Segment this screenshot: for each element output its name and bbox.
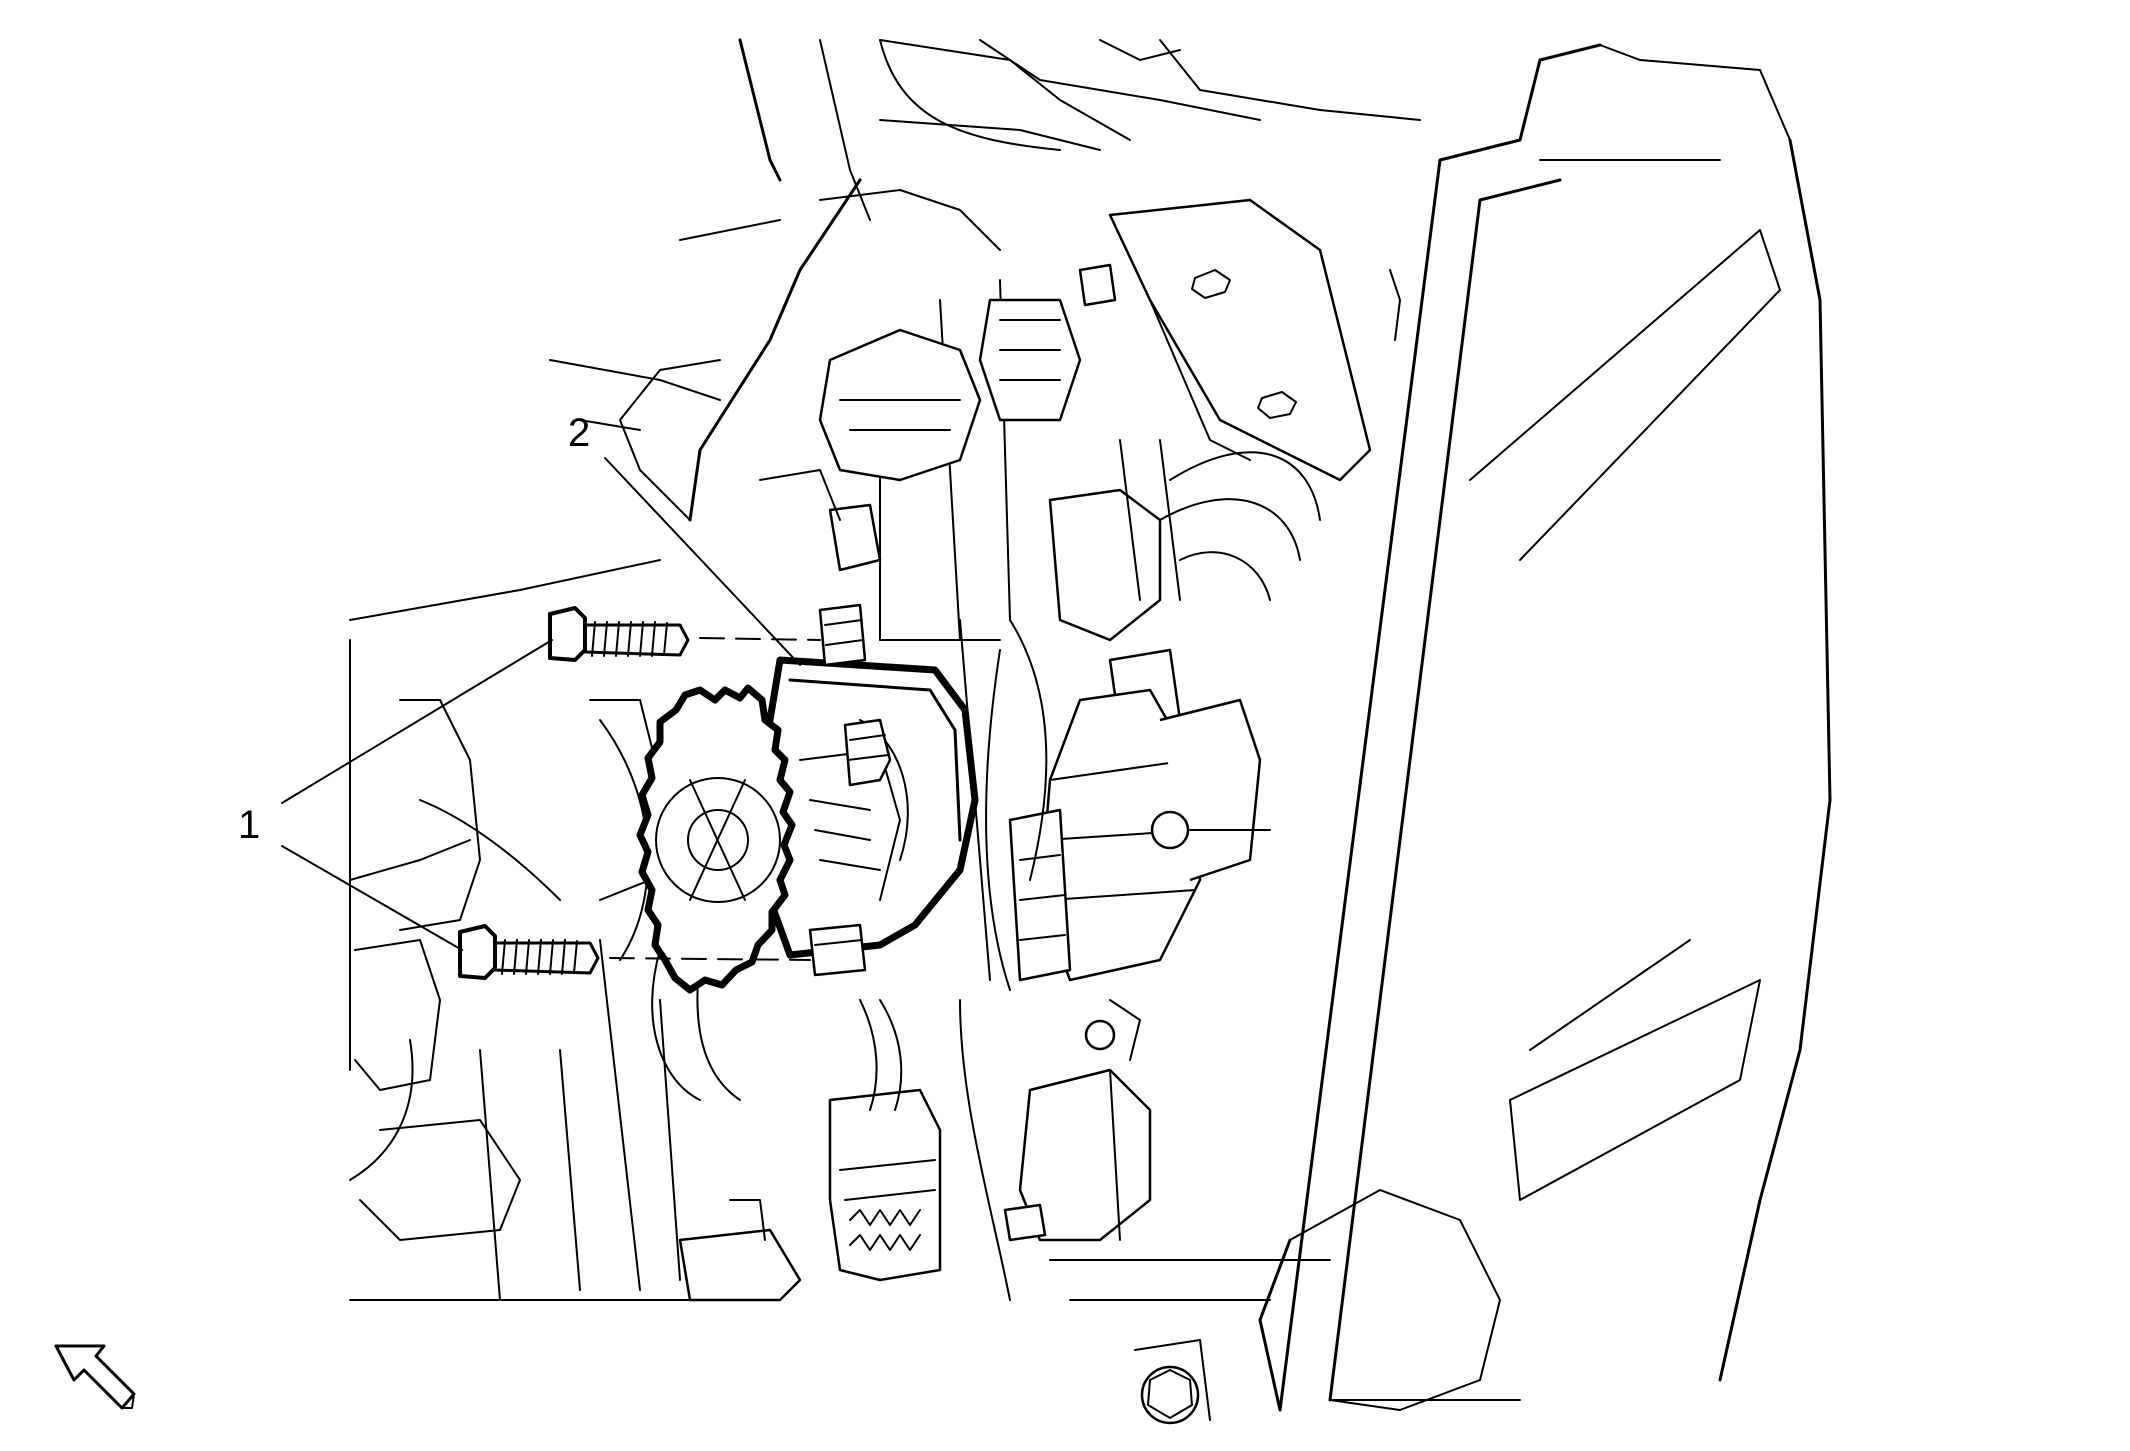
- leader-line-1-lower: [281, 845, 463, 951]
- callout-2: 2: [568, 411, 590, 455]
- bolt-lower: [458, 924, 811, 980]
- bolt-upper: [548, 606, 821, 662]
- leader-lines: [281, 457, 801, 951]
- arrow-up-left-icon: [54, 1344, 136, 1410]
- background-structure: [349, 38, 1832, 1425]
- leader-line-2: [604, 457, 801, 666]
- leader-line-1-upper: [281, 639, 553, 804]
- callout-1: 1: [238, 803, 260, 847]
- actuator: [636, 603, 979, 994]
